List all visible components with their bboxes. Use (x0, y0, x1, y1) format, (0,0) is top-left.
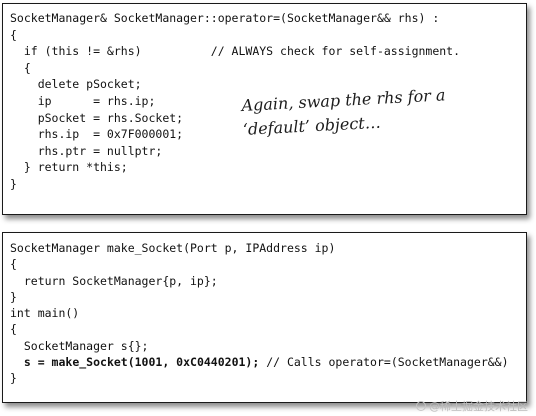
code-line: rhs.ptr = nullptr; (10, 143, 163, 158)
make-socket-code-panel: SocketManager make_Socket(Port p, IPAddr… (2, 232, 527, 403)
code-line: if (this != &rhs) // ALWAYS check for se… (10, 44, 461, 59)
code-line: ip = rhs.ip; (10, 93, 156, 108)
code-line: SocketManager make_Socket(Port p, IPAddr… (10, 241, 336, 255)
code-line: int main() (10, 306, 80, 321)
move-assignment-code-panel: SocketManager& SocketManager::operator=(… (2, 3, 527, 215)
code-line: } (10, 289, 17, 304)
make-socket-code: SocketManager make_Socket(Port p, IPAddr… (10, 240, 509, 387)
code-line: rhs.ip = 0x7F000001; (10, 127, 184, 142)
code-line: delete pSocket; (10, 77, 142, 92)
move-assignment-code: SocketManager& SocketManager::operator=(… (10, 10, 460, 193)
watermark: @稀土掘金技术社区 (416, 398, 528, 414)
code-line: { (10, 257, 17, 272)
code-line: { (10, 27, 17, 42)
code-line: { (10, 60, 31, 75)
watermark-text: @稀土掘金技术社区 (429, 400, 528, 413)
code-line: } return *this; (10, 160, 128, 175)
code-line: SocketManager s{}; (10, 338, 149, 353)
code-line: { (10, 322, 17, 337)
code-line: return SocketManager{p, ip}; (10, 273, 218, 288)
code-line-highlighted: s = make_Socket(1001, 0xC0440201); // Ca… (10, 354, 509, 370)
trailing-comment: // Calls operator=(SocketManager&&) (259, 355, 509, 370)
code-line: } (10, 176, 17, 191)
bold-statement: s = make_Socket(1001, 0xC0440201); (23, 355, 260, 370)
code-line: SocketManager& SocketManager::operator=(… (10, 11, 440, 25)
code-line: } (10, 371, 17, 386)
watermark-logo-icon (416, 401, 426, 411)
code-line: pSocket = rhs.Socket; (10, 110, 184, 125)
